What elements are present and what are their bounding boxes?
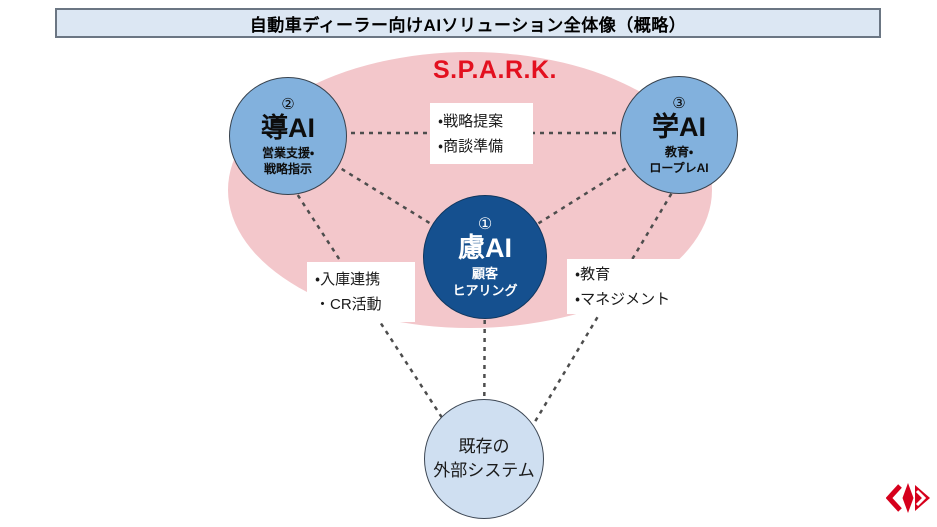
node-ryo-desc-line1: 顧客: [471, 265, 498, 281]
node-gaku-name: 学AI: [652, 111, 706, 142]
callout-intake-line1: ・入庫連携: [315, 271, 381, 288]
node-ryo-desc: 顧客 ヒアリング: [452, 265, 517, 299]
node-ryo-number: ①: [477, 215, 493, 233]
node-dou-desc-line2: 戦略指示: [263, 161, 312, 176]
node-gaku-desc-line1: 教育・: [664, 144, 694, 159]
node-external-line2: 外部システム: [433, 461, 535, 480]
callout-strategy-line1: ・戦略提案: [438, 112, 504, 130]
callout-education-line2: ・マネジメント: [575, 290, 671, 308]
node-gaku-desc: 教育・ ロープレAI: [649, 144, 708, 176]
node-gaku-number: ③: [672, 94, 686, 112]
node-ryo-ai: ① 慮AI 顧客 ヒアリング: [423, 195, 547, 319]
node-dou-ai: ② 導AI 営業支援・ 戦略指示: [229, 77, 347, 195]
node-dou-desc-line1: 営業支援・: [261, 145, 315, 160]
node-external-systems: 既存の 外部システム: [424, 399, 544, 519]
callout-intake: ・入庫連携 ・CR活動: [307, 262, 415, 322]
node-ryo-name: 慮AI: [458, 232, 512, 263]
node-dou-desc: 営業支援・ 戦略指示: [262, 145, 314, 177]
callout-strategy: ・戦略提案 ・商談準備: [430, 103, 533, 164]
brand-logo-icon: [886, 483, 930, 513]
node-gaku-ai: ③ 学AI 教育・ ロープレAI: [620, 76, 738, 194]
node-dou-number: ②: [281, 95, 295, 113]
callout-education-line1: ・教育: [575, 265, 611, 283]
diagram-title-text: 自動車ディーラー向けAIソリューション全体像（概略）: [249, 15, 687, 35]
connector-ryo-external: [482, 256, 487, 461]
callout-education: ・教育 ・マネジメント: [567, 259, 695, 314]
diagram-title: 自動車ディーラー向けAIソリューション全体像（概略）: [55, 8, 881, 38]
connector-gaku-external: [528, 185, 678, 431]
node-gaku-desc-line2: ロープレAI: [649, 160, 709, 175]
callout-intake-line2: ・CR活動: [315, 296, 382, 313]
node-dou-name: 導AI: [261, 112, 315, 143]
node-external-line1: 既存の: [458, 437, 510, 456]
spark-heading: S.P.A.R.K.: [432, 56, 558, 84]
node-ryo-desc-line2: ヒアリング: [452, 282, 518, 298]
callout-strategy-line2: ・商談準備: [438, 137, 504, 155]
